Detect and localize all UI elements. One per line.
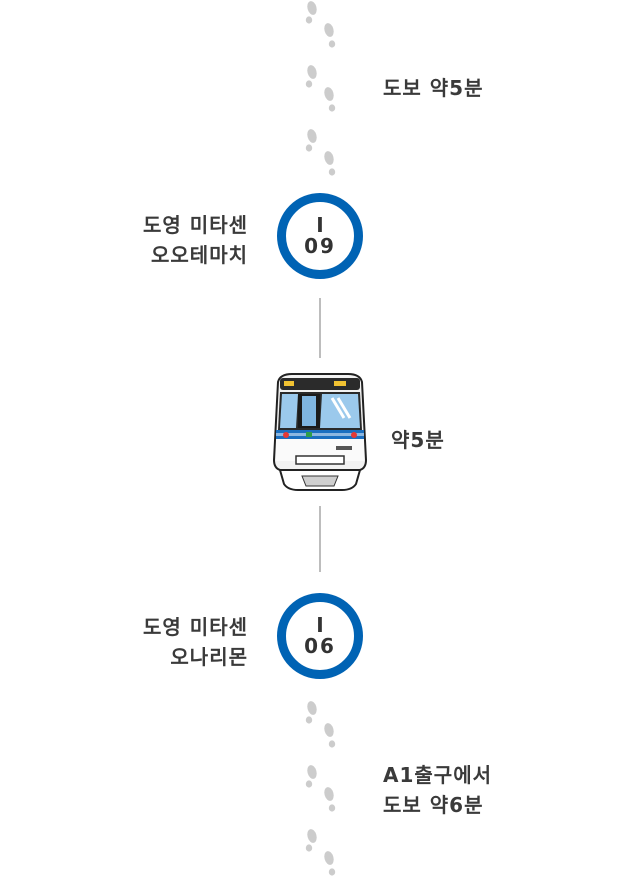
walk-duration-label: 도보 약6분 bbox=[383, 793, 484, 817]
line-code: I bbox=[316, 613, 324, 637]
walk-time-top: 도보 약5분 bbox=[383, 76, 484, 100]
line-code: I bbox=[316, 213, 324, 237]
station-number: 09 bbox=[304, 234, 336, 258]
footsteps-icon bbox=[300, 0, 340, 52]
walk-exit-label: A1출구에서 bbox=[383, 763, 492, 787]
station-name-line1: 도영 미타센 bbox=[143, 213, 248, 237]
station-badge-i06: I 06 bbox=[277, 593, 363, 679]
footsteps-icon bbox=[300, 64, 340, 116]
ride-time: 약5분 bbox=[391, 428, 445, 452]
station-name-bottom: 도영 미타센 오나리몬 bbox=[80, 612, 248, 672]
rail-line-top bbox=[319, 298, 321, 358]
station-number: 06 bbox=[304, 634, 336, 658]
footsteps-icon bbox=[300, 828, 340, 880]
station-name-line1: 도영 미타센 bbox=[143, 615, 248, 639]
walk-time-bottom: A1출구에서 도보 약6분 bbox=[383, 760, 492, 820]
footsteps-icon bbox=[300, 764, 340, 816]
footsteps-icon bbox=[300, 700, 340, 752]
station-name-top: 도영 미타센 오오테마치 bbox=[80, 210, 248, 270]
station-name-line2: 오오테마치 bbox=[151, 243, 248, 267]
station-badge-i09: I 09 bbox=[277, 193, 363, 279]
train-icon bbox=[272, 373, 368, 491]
rail-line-bottom bbox=[319, 506, 321, 572]
station-name-line2: 오나리몬 bbox=[170, 645, 248, 669]
footsteps-icon bbox=[300, 128, 340, 180]
